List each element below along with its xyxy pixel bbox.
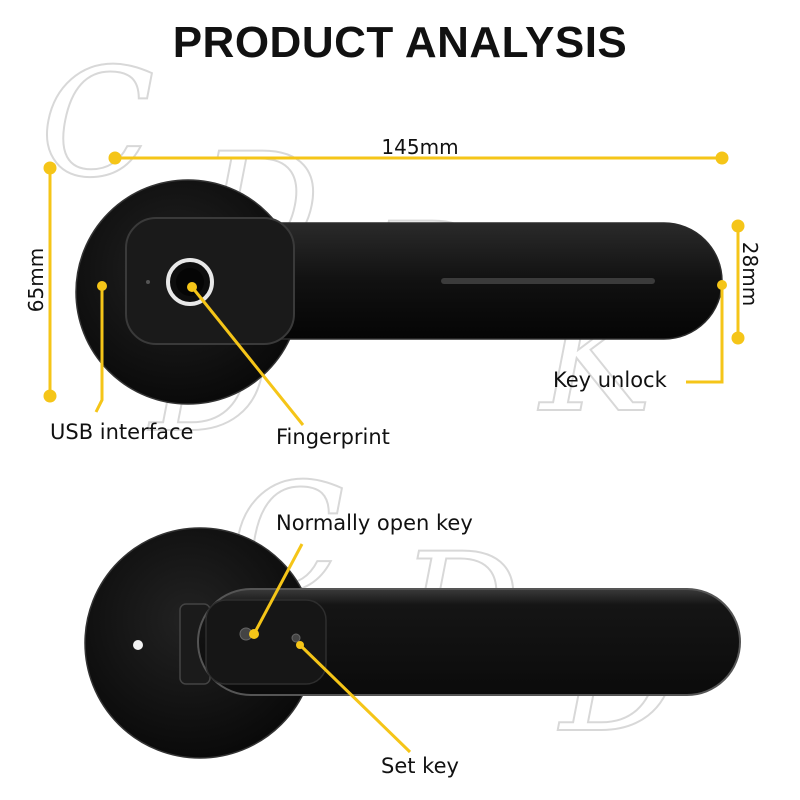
fingerprint-sensor [176, 268, 204, 296]
page-title: PRODUCT ANALYSIS [172, 18, 628, 67]
grip-endpoint-top [731, 219, 745, 233]
height-dimension-label: 65mm [24, 247, 48, 313]
usb-callout-dot [97, 281, 107, 291]
fingerprint-label: Fingerprint [276, 425, 390, 449]
screw-hole [133, 640, 143, 650]
set-key-button [291, 633, 301, 643]
usb-leader-line [94, 286, 104, 413]
normally-open-key-label: Normally open key [276, 511, 473, 535]
grip-endpoint-bottom [731, 331, 745, 345]
width-endpoint-right [715, 151, 729, 165]
width-dimension-label: 145mm [381, 135, 459, 159]
usb-interface-label: USB interface [50, 420, 194, 444]
width-endpoint-left [108, 151, 122, 165]
key-unlock-callout-dot [717, 280, 727, 290]
fingerprint-callout-dot [187, 282, 197, 292]
normally-open-leader-line [252, 543, 304, 635]
key-unlock-label: Key unlock [553, 368, 667, 392]
set-key-leader-line [298, 643, 412, 754]
key-unlock-leader-line [686, 285, 724, 384]
bottom-lever [197, 588, 741, 696]
set-key-label: Set key [381, 754, 459, 778]
height-endpoint-bottom [43, 389, 57, 403]
set-key-callout-dot [296, 641, 304, 649]
grip-dimension-label: 28mm [738, 241, 762, 307]
bottom-button-panel [205, 599, 327, 685]
height-endpoint-top [43, 161, 57, 175]
indicator-dot [146, 280, 150, 284]
fingerprint-leader-line [190, 286, 305, 426]
normally-open-callout-dot [249, 629, 259, 639]
